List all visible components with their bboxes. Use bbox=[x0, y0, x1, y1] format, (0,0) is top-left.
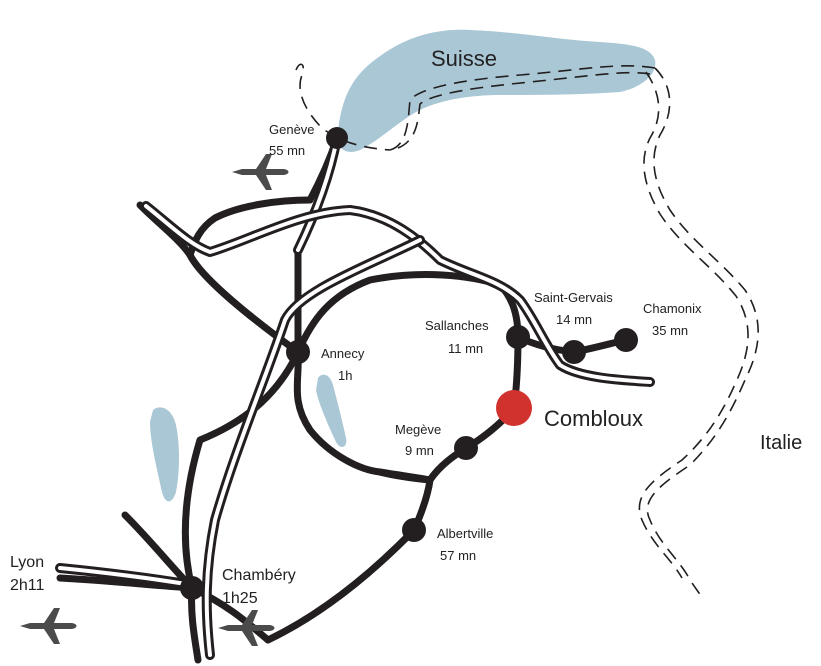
lake-geneva bbox=[337, 29, 656, 152]
lake-annecy bbox=[316, 374, 347, 447]
city-time-megeve: 9 mn bbox=[405, 443, 434, 458]
city-name-chambery: Chambéry bbox=[222, 567, 296, 584]
city-name-saint-gervais: Saint-Gervais bbox=[534, 290, 613, 305]
city-time-geneve: 55 mn bbox=[269, 143, 305, 158]
city-time-albertville: 57 mn bbox=[440, 548, 476, 563]
border-italy-2 bbox=[638, 71, 749, 579]
motorway-network bbox=[55, 133, 655, 660]
city-time-annecy: 1h bbox=[338, 368, 352, 383]
airplane-icon bbox=[20, 608, 77, 644]
city-name-megeve: Megève bbox=[395, 422, 441, 437]
city-name-sallanches: Sallanches bbox=[425, 318, 489, 333]
node-megeve bbox=[454, 436, 478, 460]
city-time-saint-gervais: 14 mn bbox=[556, 312, 592, 327]
city-time-chambery: 1h25 bbox=[222, 590, 258, 607]
city-time-chamonix: 35 mn bbox=[652, 323, 688, 338]
city-time-sallanches: 11 mn bbox=[448, 341, 483, 356]
border-italy bbox=[646, 67, 759, 600]
node-geneve bbox=[326, 127, 348, 149]
destination-marker bbox=[496, 390, 532, 426]
border-swiss-south-2 bbox=[397, 71, 651, 149]
airplane-icon bbox=[232, 154, 289, 190]
label-suisse: Suisse bbox=[431, 46, 497, 71]
border-swiss-south bbox=[389, 65, 656, 151]
node-saint-gervais bbox=[562, 340, 586, 364]
border-swiss-north bbox=[295, 63, 391, 151]
node-sallanches bbox=[506, 325, 530, 349]
label-italie: Italie bbox=[760, 432, 802, 454]
node-albertville bbox=[402, 518, 426, 542]
city-name-geneve: Genève bbox=[269, 122, 315, 137]
city-name-lyon: Lyon bbox=[10, 554, 44, 571]
lake-bourget bbox=[150, 407, 179, 502]
city-name-albertville: Albertville bbox=[437, 526, 493, 541]
city-name-chamonix: Chamonix bbox=[643, 301, 702, 316]
label-combloux: Combloux bbox=[544, 406, 643, 431]
airplane-icon bbox=[218, 610, 275, 646]
node-chambery bbox=[180, 576, 204, 600]
city-name-annecy: Annecy bbox=[321, 346, 365, 361]
city-time-lyon: 2h11 bbox=[10, 577, 45, 594]
node-chamonix bbox=[614, 328, 638, 352]
node-annecy bbox=[286, 340, 310, 364]
